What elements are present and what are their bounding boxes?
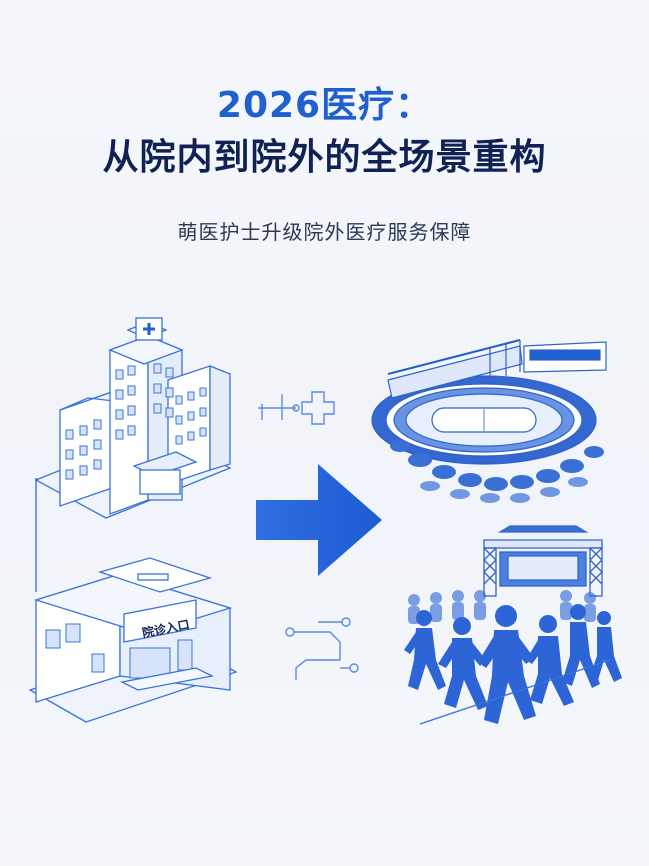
title-line-2: 从院内到院外的全场景重构: [102, 137, 547, 178]
stadium-icon: [371, 339, 607, 503]
clinic-building-icon: [28, 557, 238, 723]
concert-stage-icon: [483, 525, 603, 597]
arrow-right-icon: [256, 464, 382, 576]
marathon-runners-icon: [404, 590, 622, 725]
title-line-1: 2026医疗：: [216, 85, 433, 126]
medical-cross-icon: [258, 391, 335, 425]
hospital-building-icon: [34, 317, 232, 519]
circuit-icon: [285, 617, 359, 680]
subtitle: 萌医护士升级院外医疗服务保障: [177, 220, 472, 244]
